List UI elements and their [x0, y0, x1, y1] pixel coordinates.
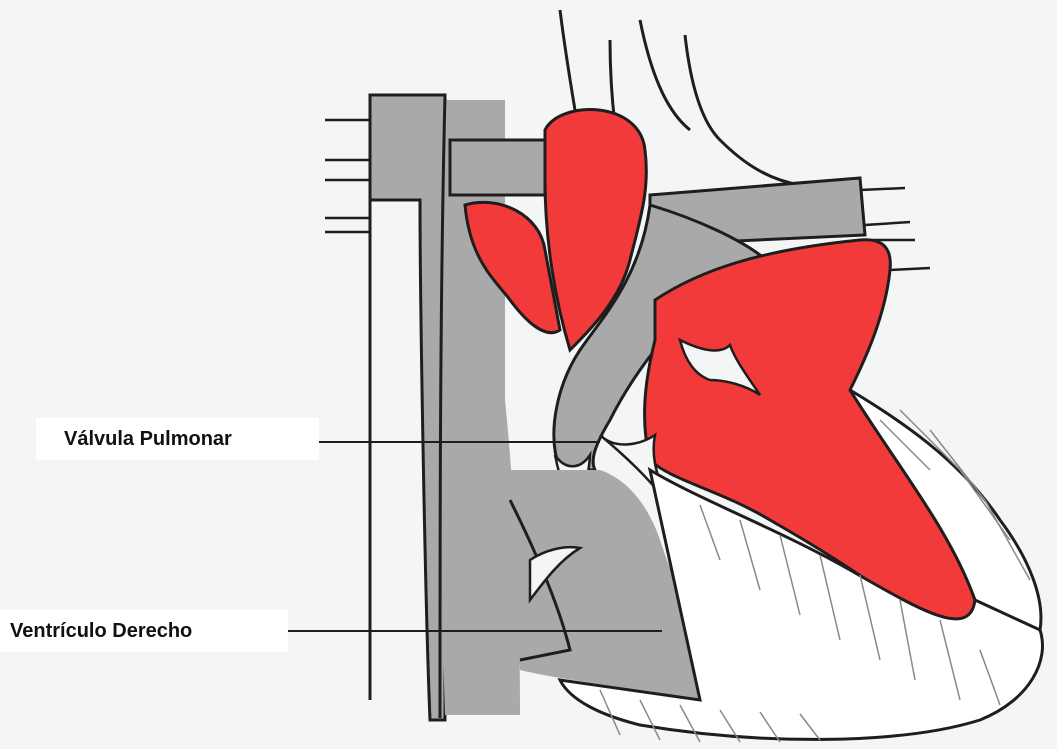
left-vessel-lines: [325, 120, 370, 232]
right-ventricle-label: Ventrículo Derecho: [0, 610, 288, 652]
pulmonary-valve-label: Válvula Pulmonar: [36, 418, 319, 460]
pulmonary-artery-branch-top: [450, 140, 545, 195]
superior-vena-cava: [370, 95, 445, 720]
